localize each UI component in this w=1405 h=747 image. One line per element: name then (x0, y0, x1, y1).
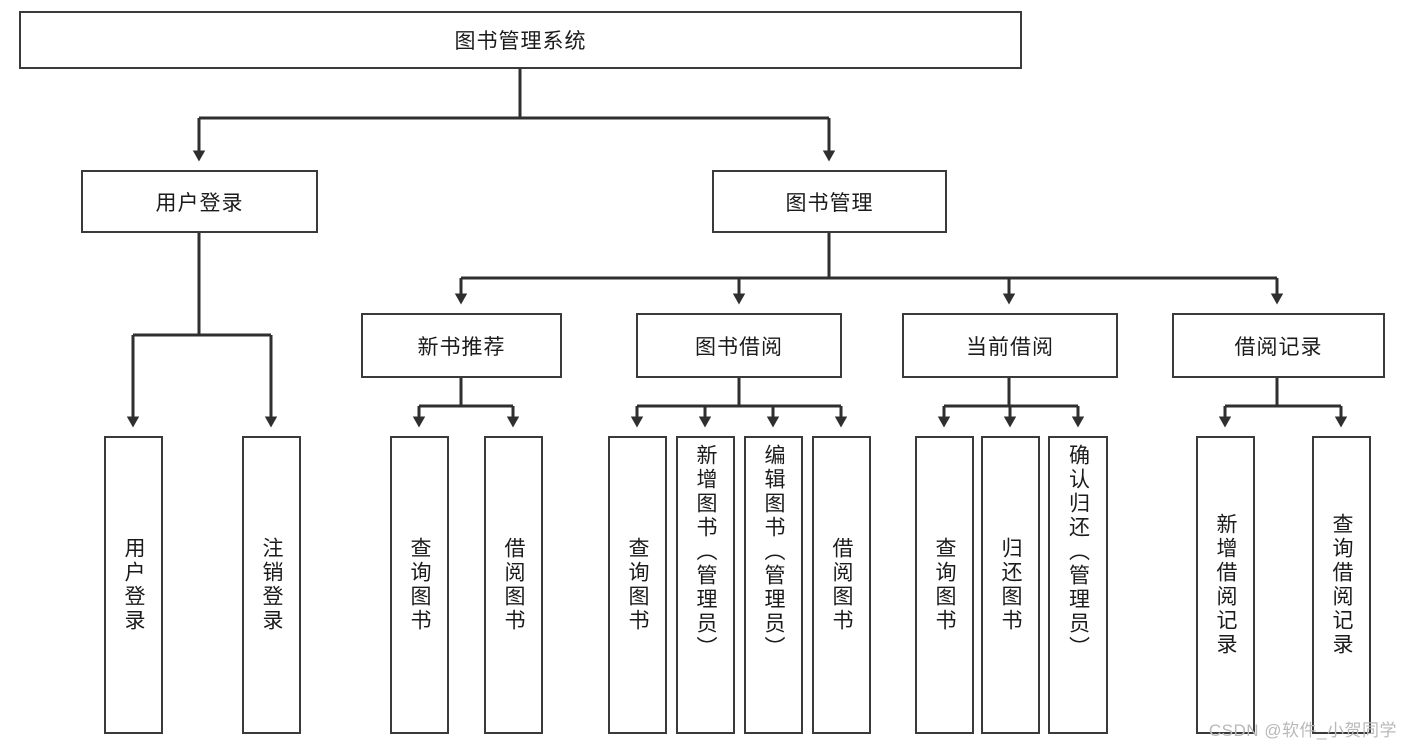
node-label: 当前借阅 (966, 335, 1054, 359)
leaf-recommend-query-book[interactable]: 查询图书 (390, 436, 449, 734)
node-label: 查询借阅记录 (1330, 513, 1353, 657)
node-root-system[interactable]: 图书管理系统 (19, 11, 1022, 69)
leaf-user-login-login[interactable]: 用户登录 (104, 436, 163, 734)
node-label: 图书借阅 (695, 335, 783, 359)
node-label: 用户登录 (155, 191, 244, 215)
node-label: 图书管理系统 (454, 30, 587, 53)
node-user-login[interactable]: 用户登录 (81, 170, 318, 233)
node-book-management[interactable]: 图书管理 (712, 170, 947, 233)
node-label: 新增图书（管理员） (694, 444, 717, 660)
node-book-borrow[interactable]: 图书借阅 (636, 313, 842, 378)
leaf-borrow-borrow-book[interactable]: 借阅图书 (812, 436, 871, 734)
leaf-current-confirm-return-admin[interactable]: 确认归还（管理员） (1048, 436, 1108, 734)
leaf-record-add-record[interactable]: 新增借阅记录 (1196, 436, 1255, 734)
leaf-recommend-borrow-book[interactable]: 借阅图书 (484, 436, 543, 734)
node-label: 用户登录 (122, 537, 145, 633)
node-label: 借阅记录 (1234, 335, 1323, 359)
node-label: 借阅图书 (502, 537, 525, 633)
leaf-current-query-book[interactable]: 查询图书 (915, 436, 974, 734)
node-label: 查询图书 (626, 537, 649, 633)
node-label: 归还图书 (999, 537, 1022, 633)
leaf-borrow-query-book[interactable]: 查询图书 (608, 436, 667, 734)
node-label: 新增借阅记录 (1214, 513, 1237, 657)
node-new-book-recommend[interactable]: 新书推荐 (361, 313, 562, 378)
node-label: 编辑图书（管理员） (762, 444, 785, 660)
node-label: 查询图书 (408, 537, 431, 633)
node-label: 借阅图书 (830, 537, 853, 633)
node-label: 确认归还（管理员） (1066, 444, 1090, 660)
leaf-borrow-add-book-admin[interactable]: 新增图书（管理员） (676, 436, 735, 734)
leaf-user-login-logout[interactable]: 注销登录 (242, 436, 301, 734)
node-borrow-record[interactable]: 借阅记录 (1172, 313, 1385, 378)
node-current-borrow[interactable]: 当前借阅 (902, 313, 1118, 378)
node-label: 新书推荐 (417, 335, 506, 359)
node-label: 查询图书 (933, 537, 956, 633)
node-label: 图书管理 (785, 191, 874, 215)
leaf-record-query-record[interactable]: 查询借阅记录 (1312, 436, 1371, 734)
node-label: 注销登录 (260, 537, 283, 633)
leaf-current-return-book[interactable]: 归还图书 (981, 436, 1040, 734)
leaf-borrow-edit-book-admin[interactable]: 编辑图书（管理员） (744, 436, 803, 734)
